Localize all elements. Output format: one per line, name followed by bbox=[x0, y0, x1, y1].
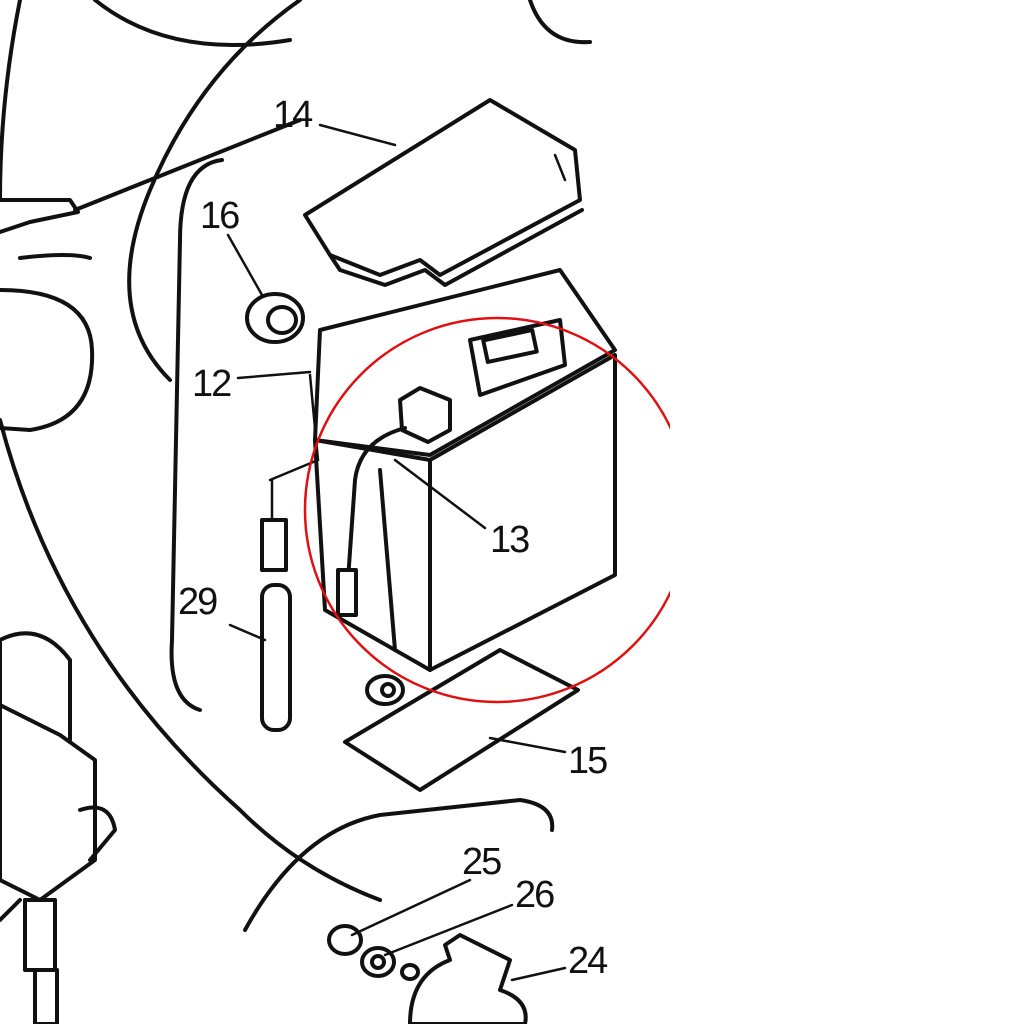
callout-24: 24 bbox=[568, 940, 608, 982]
callout-15: 15 bbox=[568, 740, 607, 782]
relay-box bbox=[0, 631, 117, 1024]
callout-25: 25 bbox=[462, 841, 501, 883]
breather-tube-29 bbox=[260, 458, 320, 732]
callout-26: 26 bbox=[515, 874, 554, 916]
callout-13: 13 bbox=[490, 519, 529, 561]
battery-13 bbox=[308, 268, 617, 706]
callout-12: 12 bbox=[192, 363, 231, 405]
fuse-holder-parts bbox=[327, 924, 528, 1024]
frame-lines bbox=[0, 0, 592, 932]
callout-16: 16 bbox=[200, 195, 239, 237]
battery-plate-15 bbox=[343, 648, 580, 792]
highlight-circle bbox=[303, 316, 670, 704]
grommet-16 bbox=[245, 292, 305, 344]
callout-29: 29 bbox=[178, 581, 217, 623]
battery-cover-14 bbox=[303, 98, 584, 287]
leader-lines bbox=[226, 123, 567, 982]
callout-14: 14 bbox=[273, 94, 313, 136]
